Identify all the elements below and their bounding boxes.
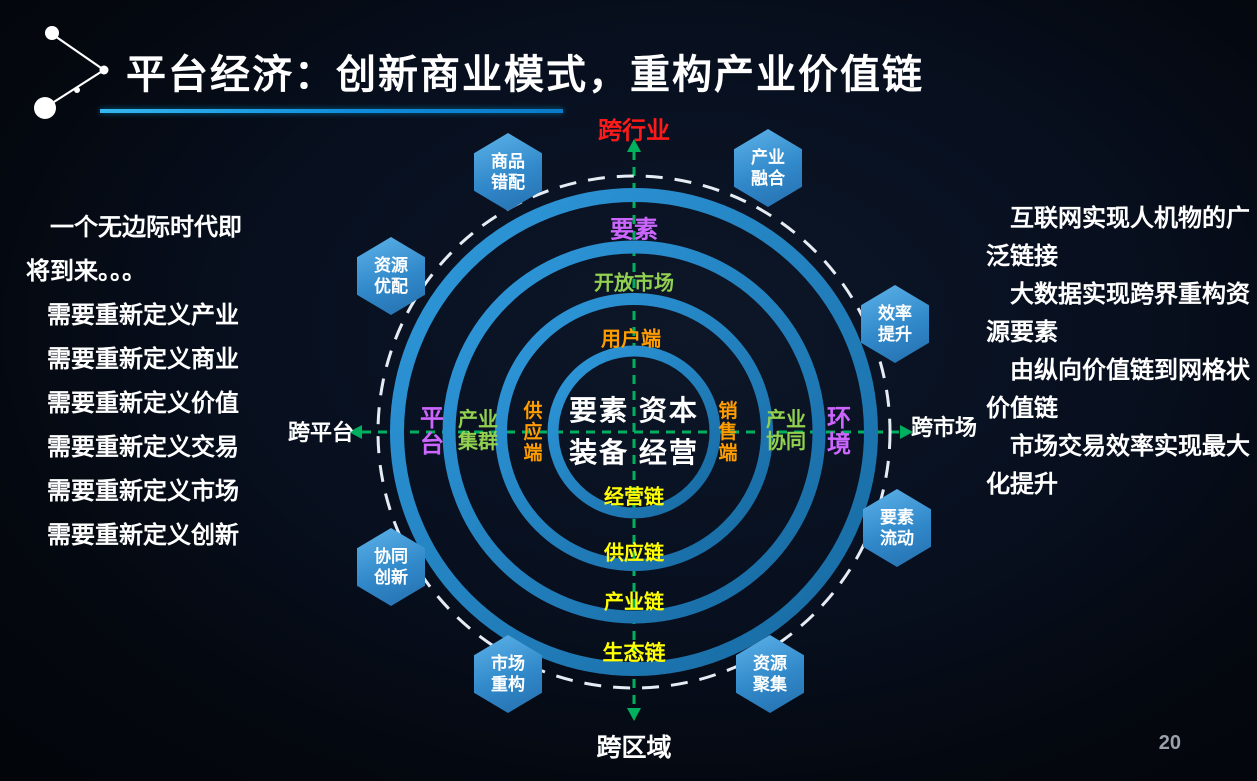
ring-label-industry-cluster: 产业集群 (458, 409, 498, 453)
left-panel-line: 将到来。。。 (26, 258, 146, 285)
hex-label-line: 优配 (374, 277, 408, 296)
ring-third (495, 293, 773, 571)
left-panel-line: 一个无边际时代即 (50, 214, 242, 241)
arrowhead-up-icon (627, 139, 641, 152)
ring-label-sales-side: 销售端 (715, 400, 737, 464)
hex-label-line: 创新 (374, 568, 408, 587)
center-core-line2: 装备 经营 (569, 437, 699, 468)
hex-label-line: 提升 (878, 325, 912, 344)
right-panel-paragraph: 市场交易效率实现最大化提升 (986, 433, 1250, 498)
ring-label-factor: 要素 (610, 216, 658, 244)
hex-label-line: 资源 (753, 654, 787, 673)
ring-second (442, 240, 826, 624)
left-panel-line: 需要重新定义商业 (47, 346, 239, 373)
hex-label-line: 要素 (880, 508, 914, 527)
left-panel-line: 需要重新定义交易 (47, 434, 239, 461)
arrowhead-down-icon (627, 708, 641, 721)
network-icon-lines (45, 33, 105, 108)
ring-label-operation-chain: 经营链 (604, 486, 664, 509)
left-text-panel: 一个无边际时代即 将到来。。。 需要重新定义产业 需要重新定义商业 需要重新定义… (26, 206, 278, 558)
hex-label-line: 重构 (491, 675, 525, 694)
ring-inner (547, 345, 721, 519)
left-panel-line: 需要重新定义产业 (47, 302, 239, 329)
right-panel-paragraph: 互联网实现人机物的广泛链接 (986, 205, 1250, 270)
network-nodes-icon (34, 26, 109, 119)
boundary-dashed-circle (376, 174, 892, 690)
hex-label-line: 产业 (751, 148, 785, 167)
axis-arrowheads (349, 139, 913, 721)
ring-label-supply-side: 供应端 (520, 400, 542, 464)
ring-label-environment: 环境 (822, 405, 850, 457)
ring-label-open-market: 开放市场 (594, 272, 674, 295)
ring-outer (390, 188, 878, 676)
ring-label-supply-chain: 供应链 (604, 542, 664, 565)
center-core-line1: 要素 资本 (569, 395, 699, 426)
arrowhead-left-icon (349, 425, 362, 439)
hex-label-line: 市场 (491, 654, 525, 673)
page-number: 20 (1158, 732, 1181, 754)
left-panel-line: 需要重新定义市场 (47, 478, 239, 505)
hex-label-line: 协同 (374, 547, 408, 566)
ring-label-industry-synergy: 产业协同 (766, 409, 806, 453)
right-text-panel: 互联网实现人机物的广泛链接 大数据实现跨界重构资源要素 由纵向价值链到网格状价值… (986, 200, 1254, 504)
center-core-text: 要素 资本 装备 经营 (569, 390, 699, 474)
network-icon-dots (34, 26, 109, 119)
hex-label-line: 错配 (491, 173, 525, 192)
axis-label-right: 跨市场 (910, 415, 978, 440)
hex-label-line: 融合 (751, 169, 785, 188)
title-underline (100, 109, 563, 113)
left-panel-line: 需要重新定义价值 (47, 390, 239, 417)
right-panel-paragraph: 大数据实现跨界重构资源要素 (986, 281, 1250, 346)
axis-label-top: 跨行业 (598, 117, 670, 145)
hex-label-line: 流动 (880, 529, 914, 548)
hex-label-line: 商品 (491, 152, 525, 171)
ring-label-user-side: 用户端 (601, 328, 661, 351)
ring-label-ecology-chain: 生态链 (602, 642, 666, 665)
hex-label-line: 效率 (878, 304, 912, 323)
slide-title: 平台经济：创新商业模式，重构产业价值链 (126, 53, 924, 97)
hex-label-line: 聚集 (753, 675, 787, 694)
arrowhead-right-icon (900, 425, 913, 439)
axis-label-left: 跨平台 (287, 420, 355, 445)
axis-label-bottom: 跨区域 (596, 734, 672, 762)
right-panel-paragraph: 由纵向价值链到网格状价值链 (986, 357, 1250, 422)
ring-label-industry-chain: 产业链 (604, 591, 664, 614)
hex-label-line: 资源 (374, 256, 408, 275)
ring-label-platform: 平台 (415, 405, 443, 457)
left-panel-line: 需要重新定义创新 (47, 522, 239, 549)
